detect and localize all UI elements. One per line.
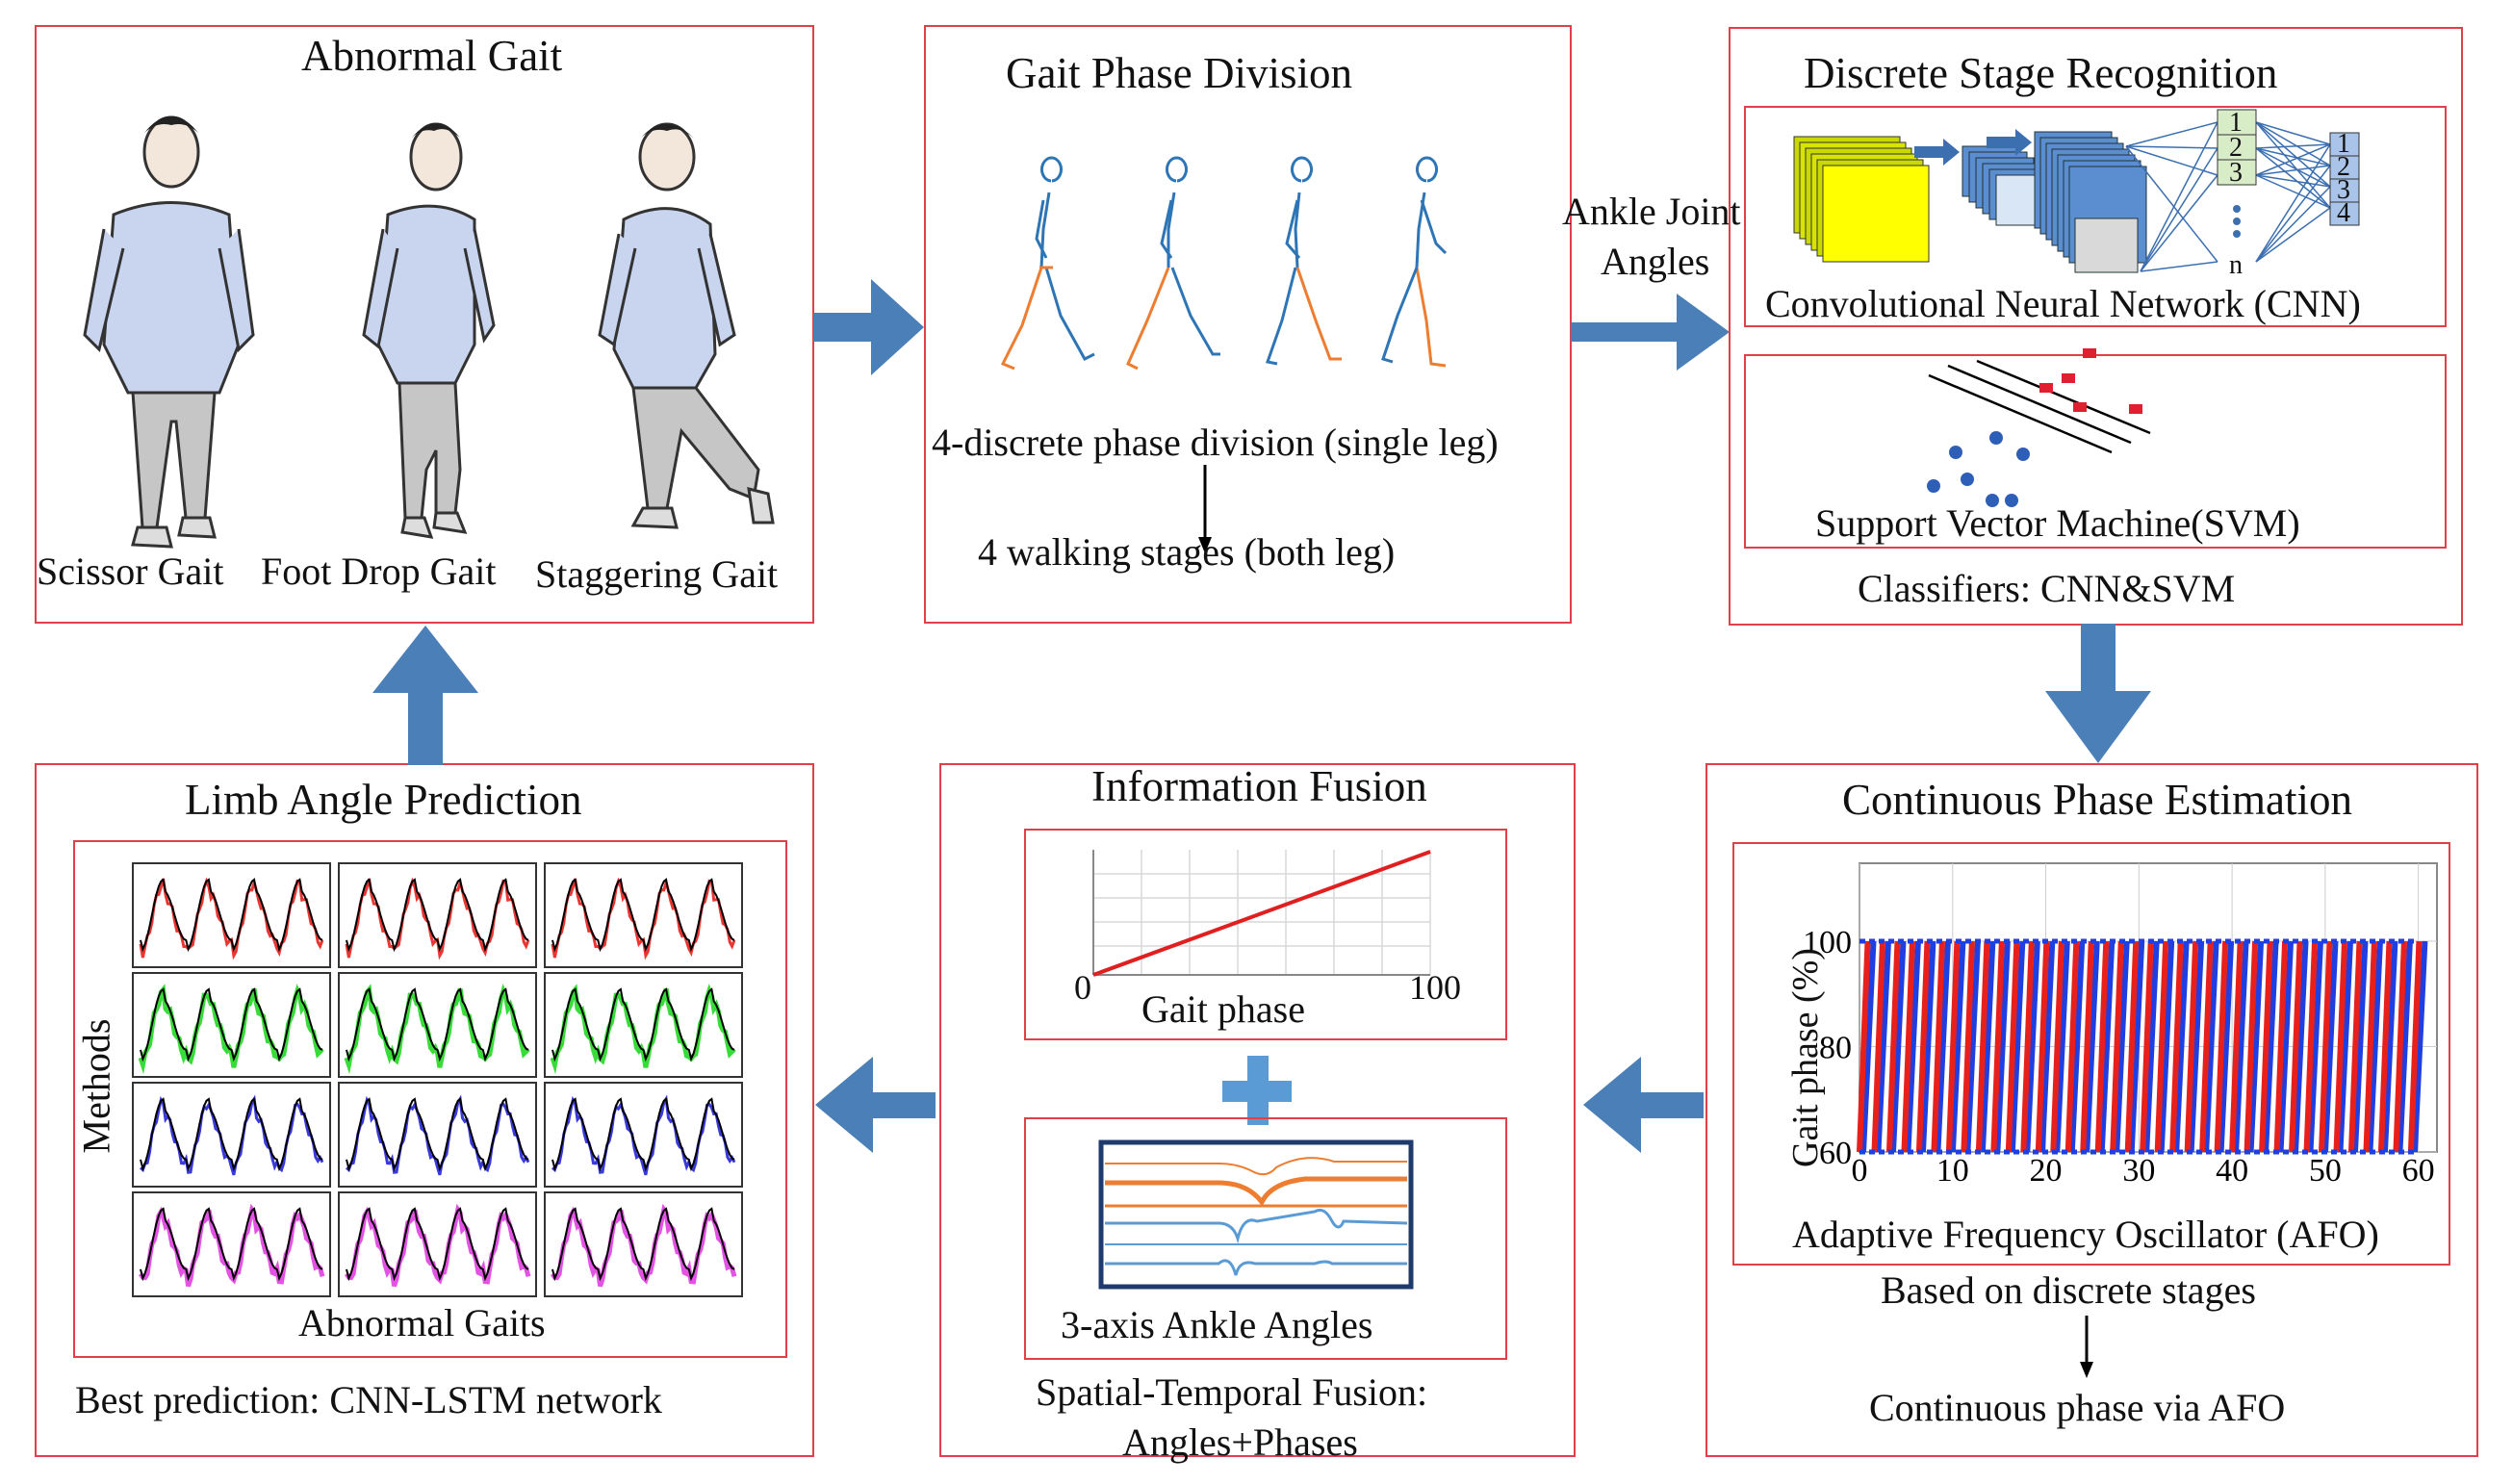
fusion-footer-1: Spatial-Temporal Fusion: xyxy=(1036,1370,1428,1414)
ground-truth-series xyxy=(140,987,323,1062)
foot-drop-gait-figure xyxy=(362,122,496,539)
limb-angle-box: Limb Angle Prediction Methods Abnormal G… xyxy=(35,763,814,1457)
methods-label: Methods xyxy=(74,1018,118,1154)
gait-phase-x-start: 0 xyxy=(1074,968,1091,1007)
afo-xtick: 0 xyxy=(1852,1153,1868,1189)
svm-label: Support Vector Machine(SVM) xyxy=(1815,501,2300,545)
afo-chart: 0 10 20 30 40 50 60 60 80 100 xyxy=(1803,862,2438,1189)
gait-phase-division-box: Gait Phase Division 4-discrete phas xyxy=(924,25,1572,624)
walking-figures xyxy=(1000,156,1448,371)
cnn-node-3: 3 xyxy=(2229,158,2243,188)
continuous-line1: Based on discrete stages xyxy=(1881,1268,2256,1312)
prediction-grid xyxy=(132,862,743,1297)
cnn-panel: 1 2 3 n 1 2 3 4 Convolutional Neural Net… xyxy=(1744,106,2447,327)
abnormal-gait-box: Abnormal Gait Scissor Gait Foot Drop Gai… xyxy=(35,25,814,624)
afo-xtick: 40 xyxy=(2216,1153,2248,1189)
afo-panel: 0 10 20 30 40 50 60 60 80 100 Gait phase (%) Adap… xyxy=(1732,842,2450,1266)
ground-truth-series xyxy=(346,878,529,953)
cnn-label: Convolutional Neural Network (CNN) xyxy=(1765,282,2361,325)
cnn-diagram xyxy=(1793,109,2360,273)
cnn-out-4: 4 xyxy=(2337,198,2350,228)
afo-series-blue xyxy=(1860,940,2428,1153)
afo-xtick: 50 xyxy=(2309,1153,2342,1189)
discrete-stage-title: Discrete Stage Recognition xyxy=(1804,49,2278,97)
ground-truth-series xyxy=(140,1207,323,1282)
information-fusion-title: Information Fusion xyxy=(1091,762,1427,810)
ankle-angles-panel: 3-axis Ankle Angles xyxy=(1024,1117,1507,1360)
svm-diagram xyxy=(1927,348,2151,507)
cnn-node-n: n xyxy=(2229,250,2243,280)
ankle-joint-label-2: Angles xyxy=(1601,240,1710,283)
afo-xtick: 30 xyxy=(2122,1153,2155,1189)
best-prediction-label: Best prediction: CNN-LSTM network xyxy=(75,1378,662,1421)
ground-truth-series xyxy=(140,878,323,953)
cnn-out-3: 3 xyxy=(2337,175,2350,205)
afo-ytick: 60 xyxy=(1819,1136,1852,1171)
foot-drop-gait-label: Foot Drop Gait xyxy=(261,550,497,593)
arrow-left-1 xyxy=(1583,1057,1704,1153)
phase-down-arrow xyxy=(1198,465,1212,553)
limb-angle-title: Limb Angle Prediction xyxy=(185,776,582,824)
ground-truth-series xyxy=(551,1207,735,1282)
information-fusion-box: Information Fusion 0 100 Gait phase xyxy=(939,762,1576,1464)
continuous-phase-box: Continuous Phase Estimation 0 10 20 30 40 50 6… xyxy=(1705,763,2478,1457)
phase-division-line2: 4 walking stages (both leg) xyxy=(978,530,1396,574)
cnn-node-1: 1 xyxy=(2229,108,2243,138)
ground-truth-series xyxy=(140,1097,323,1172)
classifiers-label: Classifiers: CNN&SVM xyxy=(1858,567,2236,610)
afo-ytick: 100 xyxy=(1803,925,1852,960)
afo-series-red xyxy=(1857,940,2423,1153)
ground-truth-series xyxy=(346,987,529,1062)
gait-phase-division-title: Gait Phase Division xyxy=(1006,49,1352,97)
arrow-left-2 xyxy=(815,1057,936,1153)
ankle-angles-plot xyxy=(1098,1139,1414,1290)
cnn-node-2: 2 xyxy=(2229,133,2243,163)
arrow-up-1 xyxy=(372,626,478,765)
arrow-right-2 xyxy=(1571,294,1730,371)
gait-phase-panel: 0 100 Gait phase xyxy=(1024,829,1507,1040)
arrow-right-1 xyxy=(813,279,924,375)
fusion-footer-2: Angles+Phases xyxy=(1122,1420,1358,1464)
scissor-gait-figure xyxy=(83,115,255,549)
plus-icon xyxy=(1222,1056,1292,1125)
svm-panel: Support Vector Machine(SVM) xyxy=(1744,348,2447,549)
cnn-out-2: 2 xyxy=(2337,152,2350,182)
arrow-down-1 xyxy=(2045,624,2151,763)
staggering-gait-figure xyxy=(598,122,775,529)
ground-truth-series xyxy=(551,878,735,953)
continuous-down-arrow xyxy=(2080,1316,2093,1378)
continuous-phase-title: Continuous Phase Estimation xyxy=(1842,776,2353,824)
afo-xtick: 60 xyxy=(2402,1153,2435,1189)
continuous-line2: Continuous phase via AFO xyxy=(1869,1386,2286,1429)
scissor-gait-label: Scissor Gait xyxy=(37,550,224,593)
afo-ylabel: Gait phase (%) xyxy=(1784,948,1826,1167)
gait-phase-xlabel: Gait phase xyxy=(1141,987,1305,1031)
ground-truth-series xyxy=(346,1097,529,1172)
abnormal-gaits-label: Abnormal Gaits xyxy=(298,1301,546,1344)
afo-label: Adaptive Frequency Oscillator (AFO) xyxy=(1792,1213,2379,1256)
ankle-joint-label-1: Ankle Joint xyxy=(1562,190,1741,233)
afo-xtick: 10 xyxy=(1936,1153,1969,1189)
ankle-angles-label: 3-axis Ankle Angles xyxy=(1061,1303,1373,1346)
discrete-stage-box: Discrete Stage Recognition xyxy=(1729,27,2463,626)
ground-truth-series xyxy=(551,987,735,1062)
gait-phase-plot xyxy=(1092,850,1431,977)
cnn-out-1: 1 xyxy=(2337,129,2350,159)
prediction-grid-panel: Methods Abnormal Gaits xyxy=(73,840,787,1358)
ground-truth-series xyxy=(551,1097,735,1172)
staggering-gait-label: Staggering Gait xyxy=(535,552,779,596)
afo-ytick: 80 xyxy=(1819,1031,1852,1066)
ground-truth-series xyxy=(346,1207,529,1282)
afo-xtick: 20 xyxy=(2030,1153,2063,1189)
phase-division-line1: 4-discrete phase division (single leg) xyxy=(932,421,1499,464)
abnormal-gait-title: Abnormal Gait xyxy=(301,32,563,80)
gait-phase-x-end: 100 xyxy=(1409,968,1461,1007)
